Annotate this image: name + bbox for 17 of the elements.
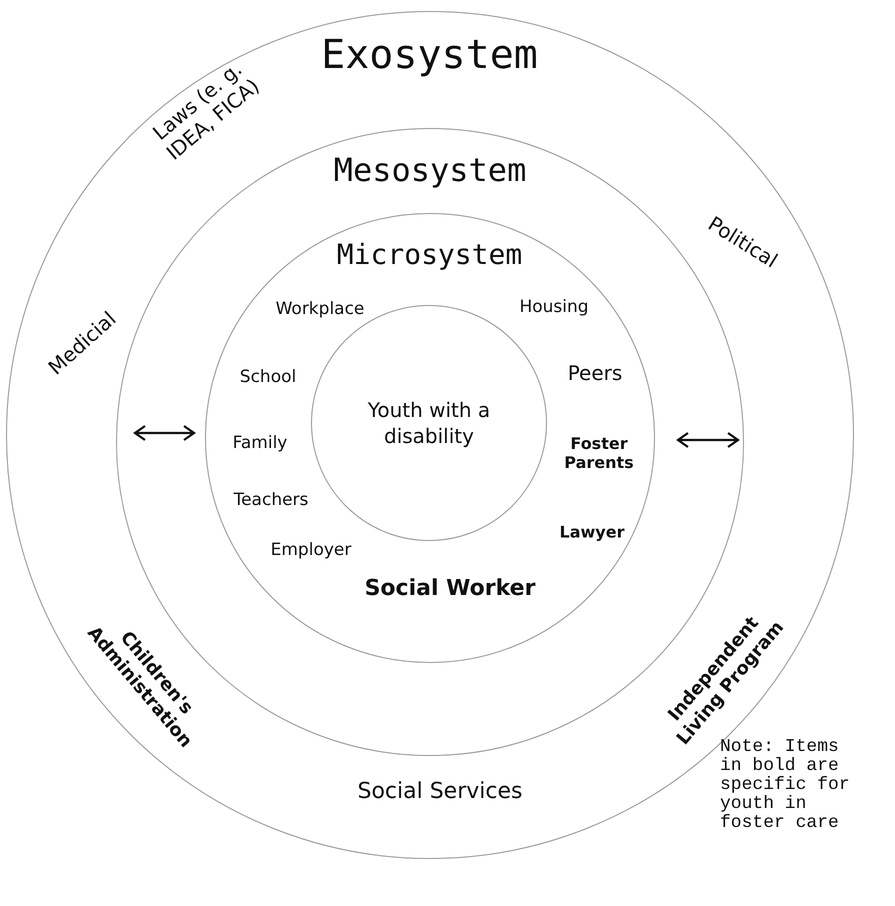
system-item-label: Foster Parents (563, 434, 635, 472)
system-item-label: Lawyer (560, 522, 624, 542)
ring-title: Mesosystem (334, 151, 526, 189)
ring-title: Exosystem (321, 32, 538, 78)
system-item-label: Housing (519, 296, 589, 318)
ring-title: Microsystem (336, 238, 522, 270)
system-item-label: Teachers (234, 490, 308, 510)
system-item-label: Workplace (276, 298, 364, 320)
system-ring (6, 10, 854, 858)
system-item-label: Employer (270, 540, 352, 560)
system-item-label: Family (232, 432, 288, 454)
system-ring (204, 212, 654, 662)
system-item-label: Social Services (358, 778, 522, 806)
system-item-label: School (240, 366, 296, 388)
system-item-label: Social Worker (364, 576, 536, 602)
system-item-label: Peers (568, 361, 622, 385)
center-label: Youth with a disability (366, 397, 492, 449)
